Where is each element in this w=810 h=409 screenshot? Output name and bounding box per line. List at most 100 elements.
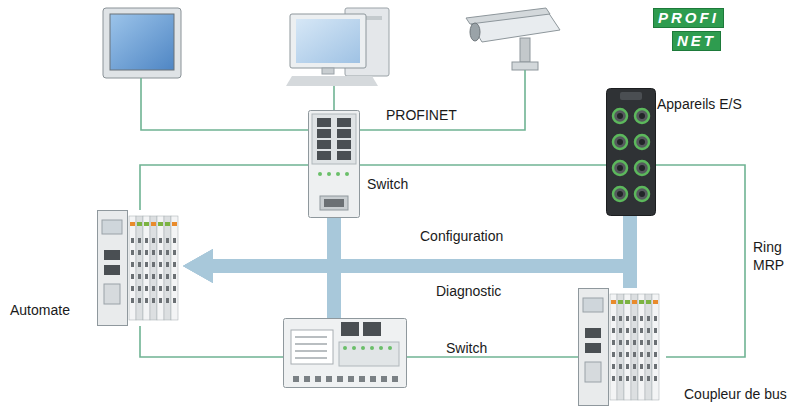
switch-panel bbox=[339, 342, 399, 366]
ethernet-wire bbox=[358, 70, 525, 130]
memory-slot bbox=[585, 362, 601, 382]
terminal-point bbox=[304, 376, 310, 382]
terminal-point bbox=[145, 298, 148, 303]
terminal-point bbox=[633, 352, 636, 357]
terminal-point bbox=[152, 250, 155, 255]
terminal-point bbox=[647, 352, 650, 357]
terminal-point bbox=[654, 316, 657, 321]
io-slice bbox=[617, 294, 624, 400]
terminal-point bbox=[173, 262, 176, 267]
m12-socket bbox=[613, 135, 627, 149]
ethernet-port bbox=[337, 151, 351, 160]
terminal-point bbox=[166, 262, 169, 267]
terminal-point bbox=[626, 316, 629, 321]
terminal-point bbox=[138, 238, 141, 243]
io-port bbox=[620, 92, 642, 100]
socket-pins bbox=[639, 139, 645, 145]
memory-slot bbox=[104, 284, 120, 304]
band-label: Configuration bbox=[420, 227, 503, 245]
terminal-point bbox=[152, 286, 155, 291]
slice-marker bbox=[632, 300, 637, 304]
terminal-point bbox=[293, 376, 299, 382]
terminal-point bbox=[326, 376, 332, 382]
status-led bbox=[345, 172, 349, 176]
terminal-point bbox=[152, 262, 155, 267]
io-slice bbox=[610, 294, 617, 400]
ring-cable bbox=[360, 164, 606, 166]
terminal-point bbox=[131, 286, 134, 291]
status-led bbox=[343, 346, 347, 350]
camera-mount bbox=[520, 38, 530, 62]
terminal-point bbox=[145, 250, 148, 255]
module-display bbox=[583, 298, 603, 312]
slice-marker bbox=[158, 222, 163, 226]
ethernet-port bbox=[337, 129, 351, 138]
terminal-point bbox=[315, 376, 321, 382]
pc-monitor bbox=[290, 14, 366, 68]
status-led bbox=[361, 346, 365, 350]
terminal-point bbox=[654, 340, 657, 345]
ethernet-wire bbox=[141, 78, 310, 130]
ethernet-port bbox=[104, 265, 120, 275]
slice-marker bbox=[646, 300, 651, 304]
ring-cable bbox=[140, 165, 308, 210]
terminal-point bbox=[138, 250, 141, 255]
m12-socket bbox=[635, 135, 649, 149]
socket-pins bbox=[617, 113, 623, 119]
terminal-point bbox=[337, 376, 343, 382]
status-led bbox=[370, 346, 374, 350]
status-led bbox=[379, 346, 383, 350]
network-switch-drawing bbox=[308, 110, 360, 218]
status-led bbox=[388, 346, 392, 350]
terminal-point bbox=[166, 238, 169, 243]
panel-frame bbox=[103, 8, 181, 78]
terminal-point bbox=[640, 352, 643, 357]
m12-socket bbox=[635, 109, 649, 123]
terminal-point bbox=[138, 298, 141, 303]
connector-socket bbox=[324, 199, 344, 207]
slice-marker bbox=[618, 300, 623, 304]
socket-pins bbox=[617, 165, 623, 171]
plc-controller-drawing bbox=[97, 210, 183, 326]
slice-marker bbox=[611, 300, 616, 304]
terminal-point bbox=[159, 274, 162, 279]
ethernet-port bbox=[337, 140, 351, 149]
m12-socket bbox=[635, 161, 649, 175]
ethernet-port bbox=[317, 140, 331, 149]
ring-cable bbox=[140, 326, 283, 357]
terminal-point bbox=[612, 376, 615, 381]
terminal-point bbox=[152, 238, 155, 243]
io-slice bbox=[645, 294, 652, 400]
slice-marker bbox=[130, 222, 135, 226]
ip-camera bbox=[466, 8, 560, 70]
plate-line bbox=[295, 336, 327, 338]
terminal-point bbox=[131, 298, 134, 303]
io-device-drawing bbox=[606, 88, 656, 216]
ring-label: Ring MRP bbox=[753, 238, 789, 274]
terminal-point bbox=[633, 376, 636, 381]
terminal-point bbox=[633, 328, 636, 333]
io-slice bbox=[136, 216, 143, 320]
terminal-point bbox=[640, 316, 643, 321]
terminal-point bbox=[647, 364, 650, 369]
terminal-point bbox=[138, 286, 141, 291]
terminal-point bbox=[348, 376, 354, 382]
terminal-point bbox=[145, 262, 148, 267]
status-led bbox=[352, 346, 356, 350]
terminal-point bbox=[647, 376, 650, 381]
logo-text: PROFI bbox=[653, 8, 724, 28]
ethernet-port bbox=[317, 118, 331, 127]
terminal-point bbox=[612, 328, 615, 333]
terminal-point bbox=[626, 376, 629, 381]
ring-cable bbox=[407, 356, 578, 358]
terminal-point bbox=[173, 274, 176, 279]
terminal-point bbox=[370, 376, 376, 382]
data-flow-band bbox=[213, 218, 334, 266]
terminal-point bbox=[612, 352, 615, 357]
m12-socket bbox=[635, 187, 649, 201]
terminal-point bbox=[626, 364, 629, 369]
terminal-point bbox=[138, 262, 141, 267]
terminal-point bbox=[131, 274, 134, 279]
terminal-point bbox=[654, 376, 657, 381]
label-plate bbox=[291, 330, 333, 364]
